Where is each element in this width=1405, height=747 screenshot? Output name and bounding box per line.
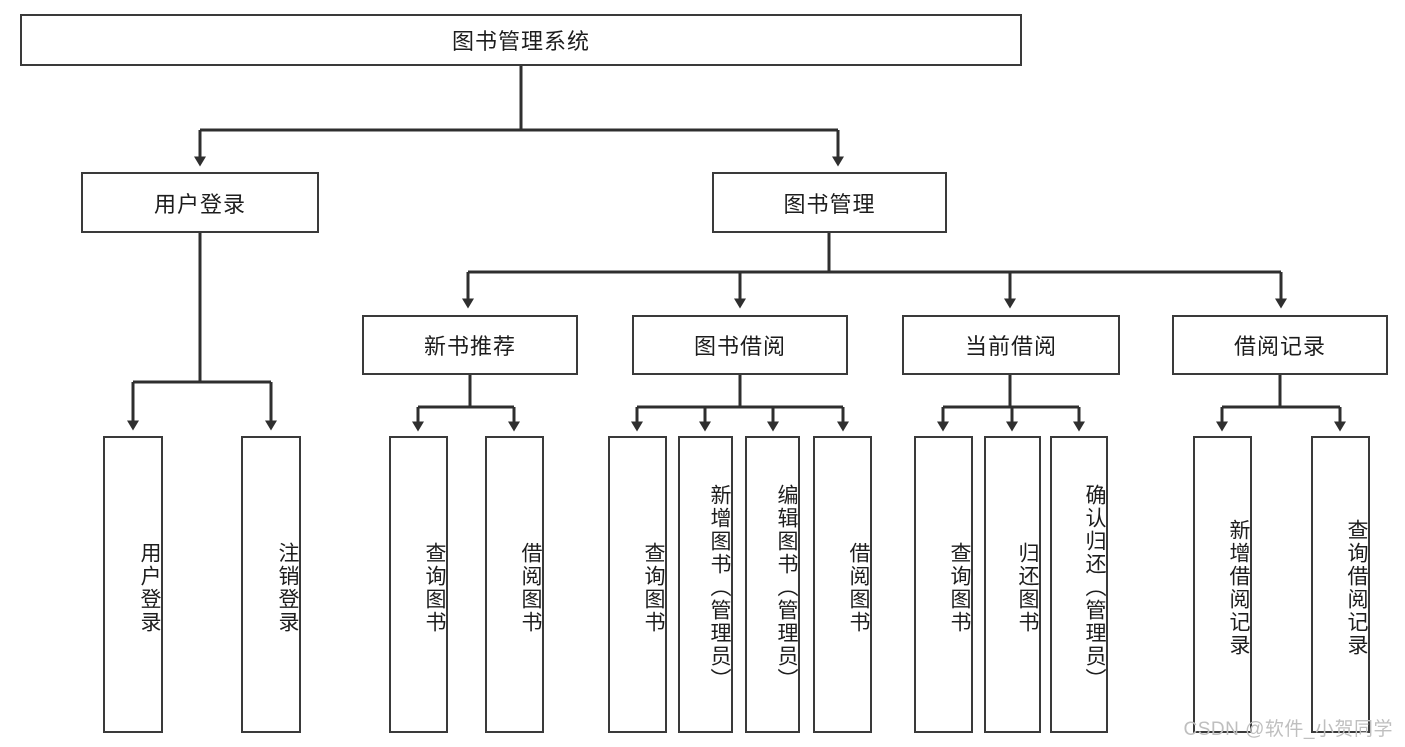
node-label: 用户登录: [138, 541, 161, 634]
leaf-edit-book-admin[interactable]: 编辑图书（管理员）: [745, 436, 800, 733]
node-label: 借阅图书: [519, 541, 542, 634]
leaf-return-book[interactable]: 归还图书: [984, 436, 1041, 733]
node-borrow-record[interactable]: 借阅记录: [1172, 315, 1388, 375]
node-label: 图书管理: [783, 191, 876, 217]
node-book-manage[interactable]: 图书管理: [712, 172, 947, 233]
node-label: 用户登录: [153, 191, 246, 217]
node-label: 图书借阅: [693, 334, 786, 359]
node-label: 图书管理系统: [451, 29, 590, 54]
leaf-query-book-borrow[interactable]: 查询图书: [608, 436, 667, 733]
node-label: 归还图书: [1016, 541, 1039, 634]
leaf-query-book-recommend[interactable]: 查询图书: [389, 436, 448, 733]
csdn-watermark: CSDN @软件_小贺同学: [1183, 719, 1393, 740]
node-label: 注销登录: [276, 541, 299, 634]
leaf-borrow-book-recommend[interactable]: 借阅图书: [485, 436, 544, 733]
node-label: 查询图书: [948, 541, 971, 634]
node-label: 查询借阅记录: [1345, 518, 1368, 657]
node-label: 新书推荐: [423, 334, 516, 359]
node-book-borrow[interactable]: 图书借阅: [632, 315, 848, 375]
node-label: 编辑图书（管理员）: [775, 484, 798, 691]
leaf-confirm-return-admin[interactable]: 确认归还（管理员）: [1050, 436, 1108, 733]
node-label: 确认归还（管理员）: [1083, 484, 1106, 691]
node-label: 新增借阅记录: [1227, 518, 1250, 657]
node-root-book-management-system[interactable]: 图书管理系统: [20, 14, 1022, 66]
leaf-query-borrow-record[interactable]: 查询借阅记录: [1311, 436, 1370, 733]
leaf-add-borrow-record[interactable]: 新增借阅记录: [1193, 436, 1252, 733]
node-label: 新增图书（管理员）: [708, 484, 731, 691]
node-label: 查询图书: [642, 541, 665, 634]
leaf-user-login[interactable]: 用户登录: [103, 436, 163, 733]
node-label: 借阅记录: [1233, 334, 1326, 359]
node-label: 查询图书: [423, 541, 446, 634]
leaf-add-book-admin[interactable]: 新增图书（管理员）: [678, 436, 733, 733]
node-current-borrow[interactable]: 当前借阅: [902, 315, 1120, 375]
node-user-login[interactable]: 用户登录: [81, 172, 319, 233]
leaf-borrow-book[interactable]: 借阅图书: [813, 436, 872, 733]
node-label: 当前借阅: [964, 334, 1057, 359]
node-label: 借阅图书: [847, 541, 870, 634]
node-new-book-recommend[interactable]: 新书推荐: [362, 315, 578, 375]
leaf-query-book-current[interactable]: 查询图书: [914, 436, 973, 733]
leaf-logout-login[interactable]: 注销登录: [241, 436, 301, 733]
